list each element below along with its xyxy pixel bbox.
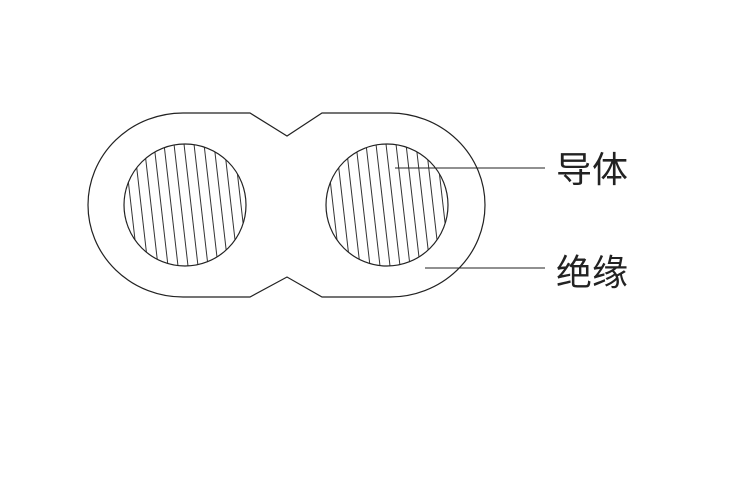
hatch-line bbox=[163, 144, 179, 266]
hatch-line bbox=[124, 144, 139, 266]
hatch-line bbox=[213, 144, 229, 266]
hatch-line bbox=[326, 144, 331, 266]
hatch-line bbox=[375, 144, 391, 266]
conductor-label: 导体 bbox=[556, 150, 628, 191]
hatch-line bbox=[365, 144, 381, 266]
hatch-line bbox=[173, 144, 189, 266]
hatch-line bbox=[143, 144, 159, 266]
hatch-line bbox=[153, 144, 169, 266]
hatch-line bbox=[466, 144, 480, 266]
left-conductor bbox=[104, 143, 278, 267]
hatch-line bbox=[355, 144, 371, 266]
hatch-line bbox=[254, 144, 268, 266]
hatch-line bbox=[306, 144, 320, 266]
right-conductor bbox=[306, 143, 480, 267]
hatch-line bbox=[415, 144, 431, 266]
hatch-line bbox=[104, 144, 118, 266]
hatch-line bbox=[203, 144, 219, 266]
hatch-line bbox=[345, 144, 361, 266]
hatch-line bbox=[395, 144, 411, 266]
hatch-line bbox=[193, 144, 209, 266]
left-conductor-hatching bbox=[104, 144, 278, 266]
insulation-jacket-outline bbox=[87, 112, 486, 298]
hatch-line bbox=[326, 144, 341, 266]
hatch-line bbox=[124, 144, 129, 266]
left-conductor-outline bbox=[123, 143, 247, 267]
hatch-line bbox=[183, 144, 199, 266]
hatch-line bbox=[405, 144, 421, 266]
right-conductor-hatching bbox=[306, 144, 480, 266]
hatch-line bbox=[264, 144, 278, 266]
right-conductor-outline bbox=[325, 143, 449, 267]
hatch-line bbox=[385, 144, 401, 266]
hatch-line bbox=[456, 144, 470, 266]
insulation-label: 绝缘 bbox=[556, 253, 628, 294]
